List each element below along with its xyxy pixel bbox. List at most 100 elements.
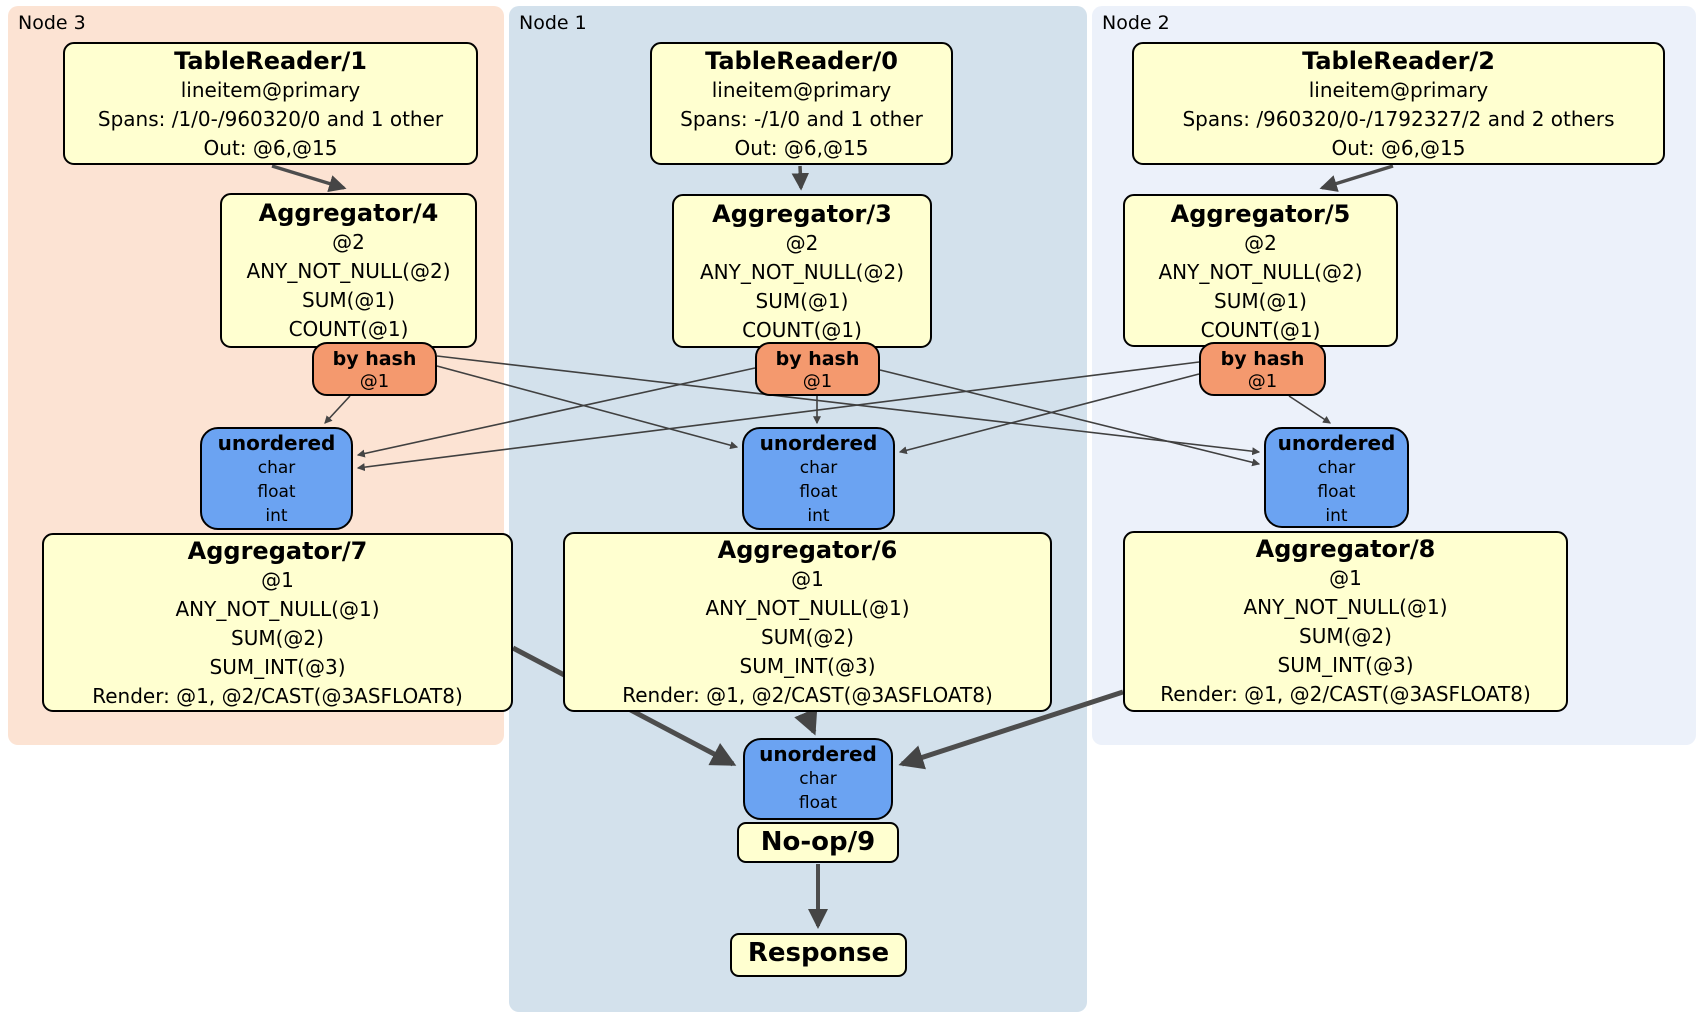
agg-line: SUM_INT(@3) <box>209 655 346 679</box>
sync-type: char <box>799 769 837 789</box>
router-title: by hash <box>332 348 417 370</box>
sync-type: float <box>257 482 296 502</box>
unordered-sync-final: unordered char float <box>743 738 893 820</box>
index-line: lineitem@primary <box>180 78 361 102</box>
node3-label: Node 3 <box>18 12 86 34</box>
agg-line: COUNT(@1) <box>288 317 409 341</box>
agg-line: SUM(@2) <box>761 625 854 649</box>
box-title: Aggregator/4 <box>258 199 439 227</box>
edge-router2-sync2 <box>1288 395 1332 424</box>
edge-agg6-finalsync <box>794 707 818 736</box>
router-key: @1 <box>1247 371 1278 392</box>
agg-line: SUM(@1) <box>755 289 849 313</box>
aggregator-5-box: Aggregator/5 @2 ANY_NOT_NULL(@2) SUM(@1)… <box>1123 194 1398 347</box>
hash-router-node1: by hash @1 <box>755 342 880 396</box>
sync-type: float <box>1317 482 1356 502</box>
edge-router3-sync2 <box>436 355 1261 456</box>
sync-type: char <box>257 458 296 478</box>
edge-agg8-finalsync <box>898 689 1124 770</box>
box-title: Aggregator/5 <box>1170 200 1351 228</box>
router-key: @1 <box>802 371 833 392</box>
box-title: Aggregator/6 <box>717 536 898 564</box>
agg-line: @2 <box>1244 231 1277 255</box>
edge-router1-sync3 <box>356 367 756 458</box>
index-line: lineitem@primary <box>1308 78 1489 102</box>
box-title: Response <box>747 938 890 968</box>
index-line: lineitem@primary <box>711 78 892 102</box>
agg-line: Render: @1, @2/CAST(@3ASFLOAT8) <box>92 684 463 708</box>
hash-router-node2: by hash @1 <box>1199 342 1326 396</box>
table-reader-0-box: TableReader/0 lineitem@primary Spans: -/… <box>650 42 953 165</box>
out-line: Out: @6,@15 <box>1331 136 1466 160</box>
edge-router2-sync1 <box>898 373 1200 455</box>
aggregator-8-box: Aggregator/8 @1 ANY_NOT_NULL(@1) SUM(@2)… <box>1123 531 1568 712</box>
router-title: by hash <box>775 348 860 370</box>
spans-line: Spans: /960320/0-/1792327/2 and 2 others <box>1182 107 1615 131</box>
edge-router3-sync1 <box>436 365 739 450</box>
box-title: No-op/9 <box>760 827 876 857</box>
aggregator-3-box: Aggregator/3 @2 ANY_NOT_NULL(@2) SUM(@1)… <box>672 194 932 348</box>
router-title: by hash <box>1220 348 1305 370</box>
agg-line: @1 <box>791 567 824 591</box>
hash-router-node3: by hash @1 <box>312 342 437 396</box>
agg-line: ANY_NOT_NULL(@2) <box>700 260 904 284</box>
box-title: TableReader/2 <box>1302 47 1495 75</box>
edge-tr0-agg3 <box>791 165 810 191</box>
node2-label: Node 2 <box>1102 12 1170 34</box>
box-title: Aggregator/7 <box>187 537 368 565</box>
sync-type: int <box>807 506 830 526</box>
sync-type: char <box>799 458 838 478</box>
sync-type: int <box>265 506 288 526</box>
aggregator-6-box: Aggregator/6 @1 ANY_NOT_NULL(@1) SUM(@2)… <box>563 532 1052 712</box>
agg-line: @1 <box>1329 566 1362 590</box>
out-line: Out: @6,@15 <box>734 136 869 160</box>
agg-line: COUNT(@1) <box>742 318 862 342</box>
agg-line: SUM(@2) <box>231 626 324 650</box>
agg-line: ANY_NOT_NULL(@2) <box>1158 260 1363 284</box>
agg-line: Render: @1, @2/CAST(@3ASFLOAT8) <box>622 683 993 707</box>
unordered-sync-node3: unordered char float int <box>200 427 353 530</box>
agg-line: @2 <box>332 230 365 254</box>
unordered-sync-node2: unordered char float int <box>1264 427 1409 528</box>
sync-type: float <box>799 482 838 502</box>
sync-type: float <box>798 793 838 813</box>
box-title: TableReader/0 <box>705 47 898 75</box>
agg-line: SUM(@2) <box>1299 624 1392 648</box>
agg-line: SUM_INT(@3) <box>739 654 876 678</box>
sync-title: unordered <box>759 431 878 455</box>
table-reader-2-box: TableReader/2 lineitem@primary Spans: /9… <box>1132 42 1665 165</box>
agg-line: @1 <box>261 568 294 592</box>
aggregator-4-box: Aggregator/4 @2 ANY_NOT_NULL(@2) SUM(@1)… <box>220 193 477 348</box>
spans-line: Spans: /1/0-/960320/0 and 1 other <box>97 107 444 131</box>
agg-line: Render: @1, @2/CAST(@3ASFLOAT8) <box>1160 682 1531 706</box>
agg-line: @2 <box>785 231 819 255</box>
noop-9-box: No-op/9 <box>737 822 899 863</box>
agg-line: SUM(@1) <box>302 288 395 312</box>
node1-label: Node 1 <box>519 12 587 34</box>
aggregator-7-box: Aggregator/7 @1 ANY_NOT_NULL(@1) SUM(@2)… <box>42 533 513 712</box>
sync-title: unordered <box>1277 431 1396 455</box>
box-title: Aggregator/8 <box>1255 535 1436 563</box>
agg-line: COUNT(@1) <box>1200 318 1321 342</box>
out-line: Out: @6,@15 <box>203 136 338 160</box>
sync-type: char <box>1317 458 1356 478</box>
sync-type: int <box>1325 506 1348 526</box>
router-key: @1 <box>359 371 390 392</box>
table-reader-1-box: TableReader/1 lineitem@primary Spans: /1… <box>63 42 478 165</box>
sync-title: unordered <box>217 431 336 455</box>
edge-router3-sync3 <box>324 395 351 424</box>
agg-line: ANY_NOT_NULL(@1) <box>175 597 380 621</box>
box-title: TableReader/1 <box>174 47 367 75</box>
agg-line: SUM_INT(@3) <box>1277 653 1414 677</box>
agg-line: SUM(@1) <box>1214 289 1307 313</box>
unordered-sync-node1: unordered char float int <box>742 427 895 530</box>
agg-line: ANY_NOT_NULL(@2) <box>246 259 451 283</box>
spans-line: Spans: -/1/0 and 1 other <box>680 107 923 131</box>
response-box: Response <box>730 933 907 977</box>
box-title: Aggregator/3 <box>712 200 892 228</box>
sync-title: unordered <box>759 742 877 766</box>
agg-line: ANY_NOT_NULL(@1) <box>1243 595 1448 619</box>
agg-line: ANY_NOT_NULL(@1) <box>705 596 910 620</box>
edge-tr2-agg5 <box>1319 164 1394 192</box>
